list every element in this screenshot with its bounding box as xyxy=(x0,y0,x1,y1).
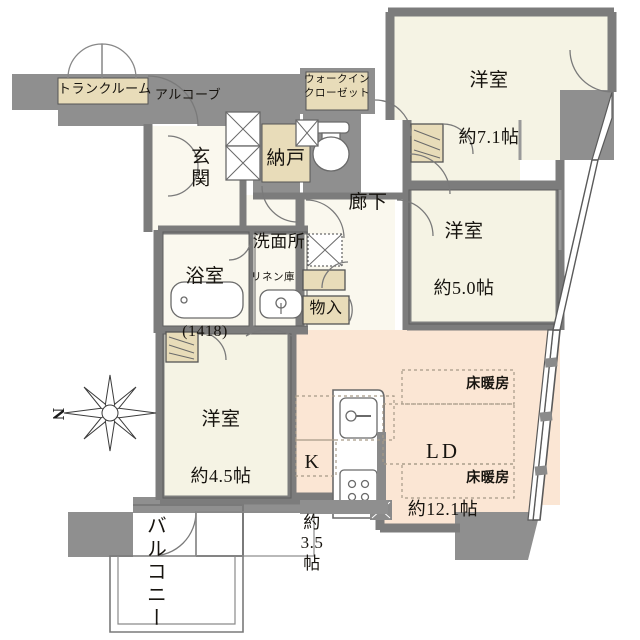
balcony-outline xyxy=(109,504,315,633)
door-bedroom-45 xyxy=(245,329,293,337)
door-genkan-2 xyxy=(167,165,199,197)
washing-machine xyxy=(307,233,343,267)
room-label-bath: 浴室 (1418) xyxy=(158,230,252,377)
room-label-trunk-room: トランクルーム xyxy=(58,81,152,96)
room-label-balcony: バルコニー xyxy=(143,515,166,630)
door-genkan-1 xyxy=(167,135,199,167)
room-label-walk-in-closet: ウォークイン クローゼット xyxy=(304,73,370,100)
meter-box-1 xyxy=(225,111,261,147)
room-label-living: LD 約12.1帖 xyxy=(390,404,496,555)
toilet-fixture xyxy=(312,121,350,172)
balcony-left-block xyxy=(68,512,133,557)
door-bedroom-50 xyxy=(409,153,451,195)
slant-71-lower xyxy=(552,159,599,331)
door-trunk-left xyxy=(67,43,103,79)
fh-zone-lower xyxy=(401,463,515,499)
fill-bedroom-45 xyxy=(163,333,292,497)
fixtures xyxy=(165,111,444,520)
compass-rose xyxy=(63,374,157,452)
sink-drain xyxy=(345,410,357,422)
room-label-washroom: 洗面所 xyxy=(252,232,306,251)
room-label-bedroom-50: 洋室 約5.0帖 xyxy=(412,185,516,334)
door-wic xyxy=(374,99,412,137)
balcony-upper-right xyxy=(195,511,315,557)
balcony-wall-right xyxy=(300,500,388,514)
door-bedroom-71 xyxy=(569,49,613,93)
fh-zone-upper xyxy=(401,369,515,405)
slanted-exterior-wall xyxy=(527,91,613,521)
door-alcove xyxy=(147,75,199,127)
bathtub xyxy=(170,281,244,319)
door-nando xyxy=(261,185,299,223)
living-name: LD xyxy=(426,438,460,463)
mullion-1 xyxy=(544,357,558,368)
bedroom-50-name: 洋室 xyxy=(444,220,484,242)
room-label-corridor: 廊下 xyxy=(348,192,388,213)
fill-genkan xyxy=(152,126,243,230)
bedroom-45-name: 洋室 xyxy=(201,408,241,430)
kitchen-name: K xyxy=(304,451,320,474)
door-trunk-right xyxy=(101,43,137,79)
room-label-kitchen: K 約 3.5 帖 xyxy=(292,412,332,612)
door-closet-71 xyxy=(442,123,474,155)
kitchen-unit xyxy=(332,389,392,520)
kitchen-zone xyxy=(295,439,337,477)
room-label-bedroom-45: 洋室 約4.5帖 xyxy=(169,373,273,522)
room-label-genkan: 玄関 xyxy=(188,146,210,190)
fill-bedroom-71 xyxy=(393,10,612,183)
living-area: 約12.1帖 xyxy=(407,499,479,520)
balcony-inner xyxy=(117,556,236,625)
door-bath xyxy=(228,237,252,261)
bathtub-drain xyxy=(180,296,188,304)
room-label-bedroom-71: 洋室 約7.1帖 xyxy=(437,34,541,183)
bedroom-71-name: 洋室 xyxy=(469,69,509,91)
bedroom-50-area: 約5.0帖 xyxy=(433,277,495,298)
trunk-room-cabinet xyxy=(57,77,149,105)
door-mono-ire xyxy=(348,297,353,323)
closet-bedroom-71 xyxy=(410,123,444,163)
structural-blocks xyxy=(12,68,614,560)
fill-bedroom-50 xyxy=(407,188,560,322)
kitchen-partition xyxy=(377,432,386,514)
mullion-2 xyxy=(539,411,553,422)
washbasin xyxy=(259,289,303,319)
room-label-nando: 納戸 xyxy=(266,148,306,169)
bottom-right-block xyxy=(455,512,540,560)
kitchen-area: 約 3.5 帖 xyxy=(300,512,324,573)
room-label-alcove: アルコーブ xyxy=(154,87,222,102)
mullion-3 xyxy=(534,465,548,476)
walk-in-closet-fill xyxy=(305,71,369,111)
annotation-floor-heating-top: 床暖房 xyxy=(466,375,510,391)
door-toilet xyxy=(305,199,345,239)
linen-cabinet xyxy=(302,269,346,291)
bath-name: 浴室 xyxy=(185,265,225,287)
bedroom-71-area: 約7.1帖 xyxy=(458,126,520,147)
door-swings xyxy=(67,43,613,557)
slant-wall-inner xyxy=(527,329,554,521)
bedroom-45-area: 約4.5帖 xyxy=(190,465,252,486)
sliding-doors xyxy=(518,120,562,250)
annotation-floor-heating-bottom: 床暖房 xyxy=(466,469,510,485)
door-closet-45 xyxy=(197,331,227,361)
mono-ire-cabinet xyxy=(302,295,350,325)
room-label-mono-ire: 物入 xyxy=(309,300,343,317)
meter-box-2 xyxy=(225,145,261,181)
floor-heating-zones xyxy=(295,369,515,499)
closet-bedroom-45 xyxy=(165,331,199,363)
kitchen-sink xyxy=(339,397,378,439)
room-label-linen: リネン庫 xyxy=(251,271,295,283)
door-washroom xyxy=(321,261,349,289)
door-bedroom-50b xyxy=(396,199,434,237)
compass-north-label: N xyxy=(49,407,69,421)
nando-shelf xyxy=(295,119,319,147)
bath-size: (1418) xyxy=(182,322,228,340)
kitchen-zone-2 xyxy=(295,395,395,441)
